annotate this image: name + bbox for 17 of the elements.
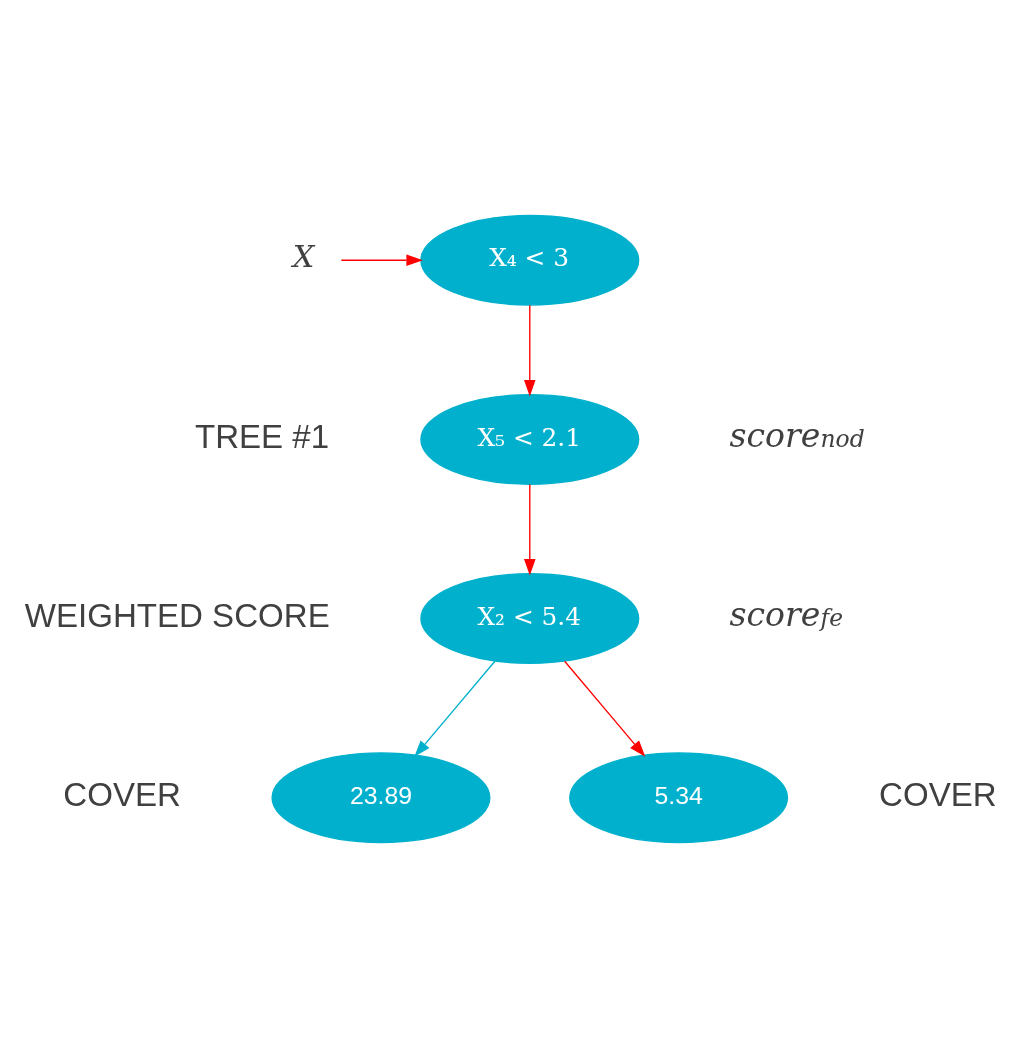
node-ellipse: X₄ < 3	[420, 214, 640, 306]
arrow	[564, 660, 646, 757]
label: TREE #1	[194, 417, 330, 455]
node-label: COVER	[63, 776, 181, 814]
node-text: X	[292, 238, 315, 274]
arrow	[524, 483, 536, 576]
arrow	[414, 660, 496, 757]
arrow	[340, 254, 423, 267]
node-ellipse: 23.89	[271, 752, 491, 844]
node-ellipse: X₂ < 5.4	[420, 573, 640, 665]
node-ellipse: 5.34	[569, 752, 789, 844]
node-label: WEIGHTED SCORE	[24, 597, 330, 635]
arrow	[524, 304, 536, 397]
node-ellipse: X₅ < 2.1	[420, 393, 640, 485]
node-label: COVER	[879, 776, 997, 814]
label: scorefe	[729, 594, 844, 634]
label: scorenod	[729, 415, 865, 455]
